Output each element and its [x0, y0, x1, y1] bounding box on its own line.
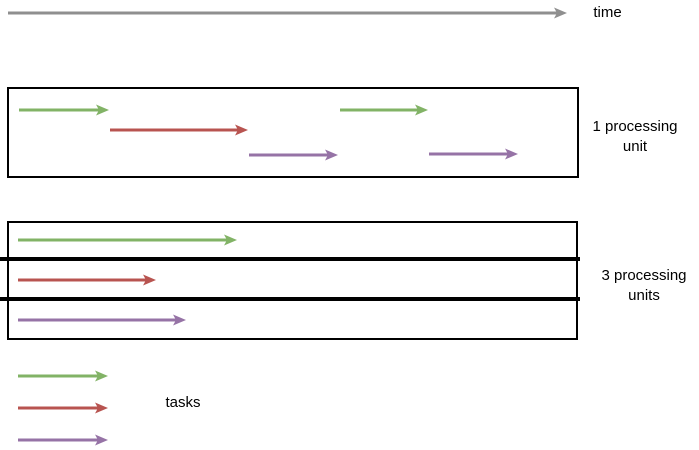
- unit3-green-task-arrow-head-icon: [224, 234, 237, 246]
- unit3-red-task-arrow-head-icon: [143, 274, 156, 286]
- unit1-purple-task-slice-1-head-icon: [325, 149, 338, 161]
- legend-purple-task-arrow-head-icon: [95, 434, 108, 446]
- three-processing-units-box: [7, 221, 578, 340]
- unit1-purple-task-slice-2: [429, 148, 518, 160]
- unit1-green-task-slice-2: [340, 104, 428, 116]
- unit3-purple-task-arrow-head-icon: [173, 314, 186, 326]
- time-axis-arrow-head-icon: [554, 7, 567, 19]
- unit1-purple-task-slice-1: [249, 149, 338, 161]
- one-processing-unit-label: 1 processing unit: [579, 117, 691, 157]
- unit1-purple-task-slice-2-head-icon: [505, 148, 518, 160]
- one-processing-unit-label-line2: unit: [622, 138, 648, 155]
- unit1-green-task-slice-2-head-icon: [415, 104, 428, 116]
- legend-green-task-arrow-head-icon: [95, 370, 108, 382]
- unit1-red-task-slice: [110, 124, 248, 136]
- one-processing-unit-label-line1: 1 processing: [592, 118, 678, 135]
- legend-red-task-arrow: [18, 402, 108, 414]
- legend-red-task-arrow-head-icon: [95, 402, 108, 414]
- tasks-legend-label: tasks: [165, 394, 201, 411]
- unit1-red-task-slice-head-icon: [235, 124, 248, 136]
- unit3-purple-task-arrow: [18, 314, 186, 326]
- unit1-green-task-slice-1: [19, 104, 109, 116]
- unit3-green-task-arrow: [18, 234, 237, 246]
- unit3-red-task-arrow: [18, 274, 156, 286]
- legend-purple-task-arrow: [18, 434, 108, 446]
- three-processing-units-label-line2: units: [628, 287, 660, 304]
- time-axis-arrow: [8, 7, 567, 19]
- unit1-green-task-slice-1-head-icon: [96, 104, 109, 116]
- three-processing-units-label: 3 processing units: [588, 266, 699, 306]
- legend-green-task-arrow: [18, 370, 108, 382]
- one-processing-unit-box: [7, 87, 579, 178]
- three-processing-units-label-line1: 3 processing: [601, 267, 687, 284]
- time-axis-label: time: [593, 4, 622, 21]
